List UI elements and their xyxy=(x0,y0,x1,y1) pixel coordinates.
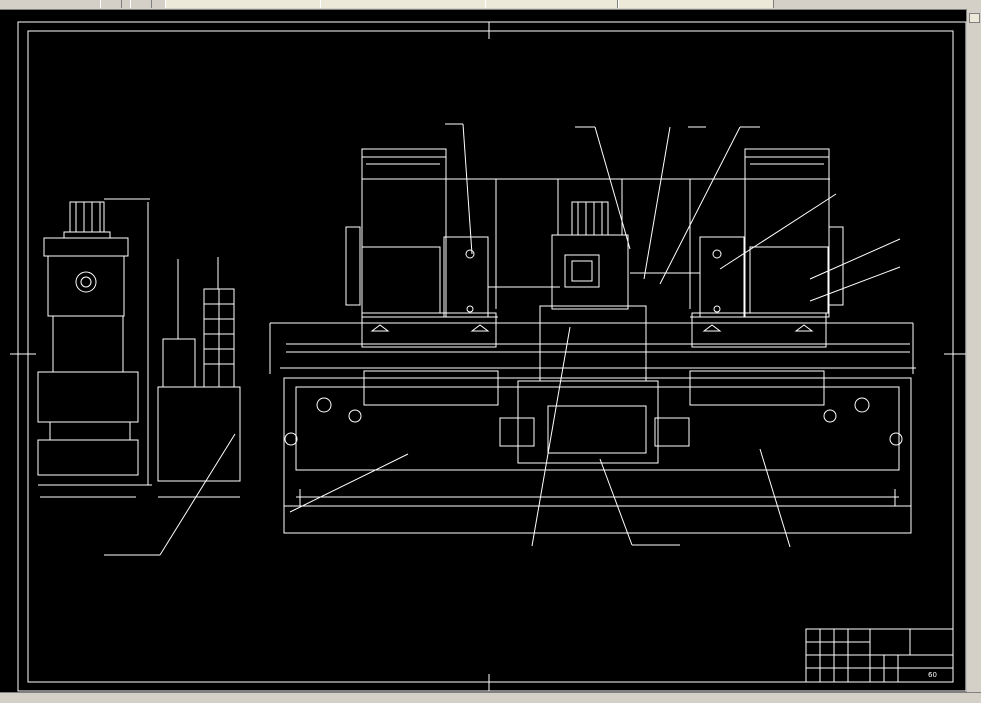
title-block xyxy=(805,628,954,683)
sheet-inner-border xyxy=(27,30,954,683)
toolbar-tab-2[interactable] xyxy=(320,0,486,8)
draw-tool-icon[interactable] xyxy=(100,0,122,8)
callout-leaders xyxy=(289,123,901,548)
toolbar-tab-1[interactable] xyxy=(165,0,321,8)
sheet-number: 60 xyxy=(928,671,937,679)
layer-tool-icon[interactable] xyxy=(130,0,152,8)
sheet-outer-border xyxy=(17,21,967,692)
cad-drawing-canvas[interactable]: 60 xyxy=(0,9,967,693)
toolbar-tab-4[interactable] xyxy=(618,0,774,8)
front-view xyxy=(269,148,916,534)
horizontal-scrollbar[interactable] xyxy=(0,692,981,703)
toolbar-tab-3[interactable] xyxy=(485,0,618,8)
side-view xyxy=(37,198,241,556)
title-block-text: 60 xyxy=(928,671,937,679)
toolbar xyxy=(0,0,981,10)
scroll-up-arrow-icon[interactable] xyxy=(969,13,980,23)
vertical-scrollbar[interactable] xyxy=(966,9,981,693)
